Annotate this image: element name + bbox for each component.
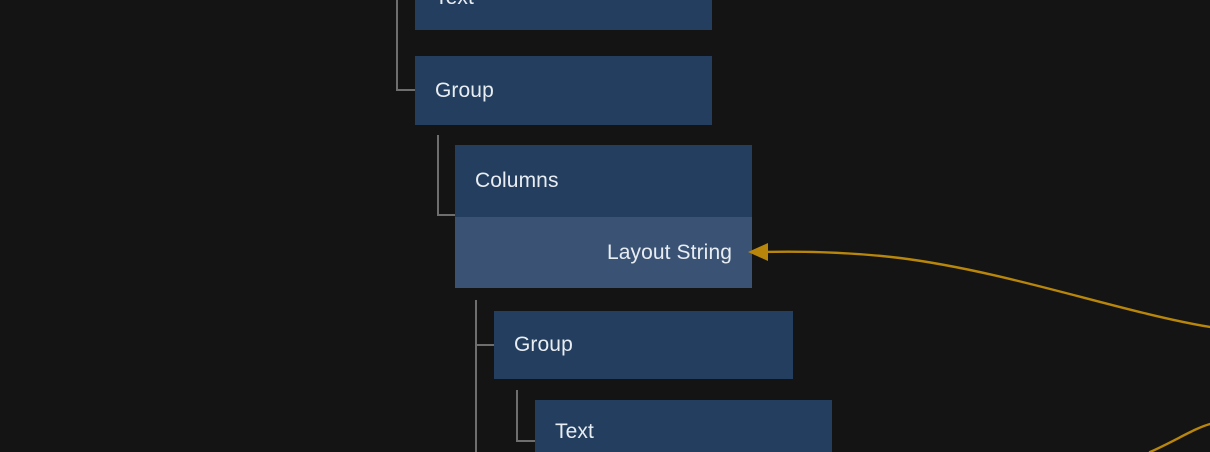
tree-node-label: Text: [555, 420, 594, 443]
tree-connector-vertical: [516, 390, 518, 442]
tree-connector-horizontal: [475, 344, 494, 346]
tree-node-layout-string[interactable]: Layout String: [455, 217, 752, 288]
tree-node-label: Layout String: [606, 240, 732, 264]
tree-node-label: Text: [435, 0, 474, 10]
tree-node-label: Columns: [475, 169, 559, 192]
annotation-curve: [1148, 422, 1210, 452]
tree-connector-vertical: [396, 0, 398, 91]
tree-connector-horizontal: [396, 89, 415, 91]
tree-connector-horizontal: [437, 214, 456, 216]
tree-node-group[interactable]: Group: [494, 311, 793, 379]
tree-node-group[interactable]: Group: [415, 56, 712, 125]
tree-node-text[interactable]: Text: [415, 0, 712, 30]
tree-connector-horizontal: [516, 440, 535, 442]
tree-connector-vertical: [437, 135, 439, 216]
tree-node-columns[interactable]: Columns: [455, 145, 752, 217]
tree-node-text[interactable]: Text: [535, 400, 832, 452]
tree-connector-vertical: [475, 300, 477, 452]
tree-node-label: Group: [435, 78, 494, 102]
tree-node-label: Group: [514, 333, 573, 356]
annotation-curve: [758, 250, 1210, 329]
